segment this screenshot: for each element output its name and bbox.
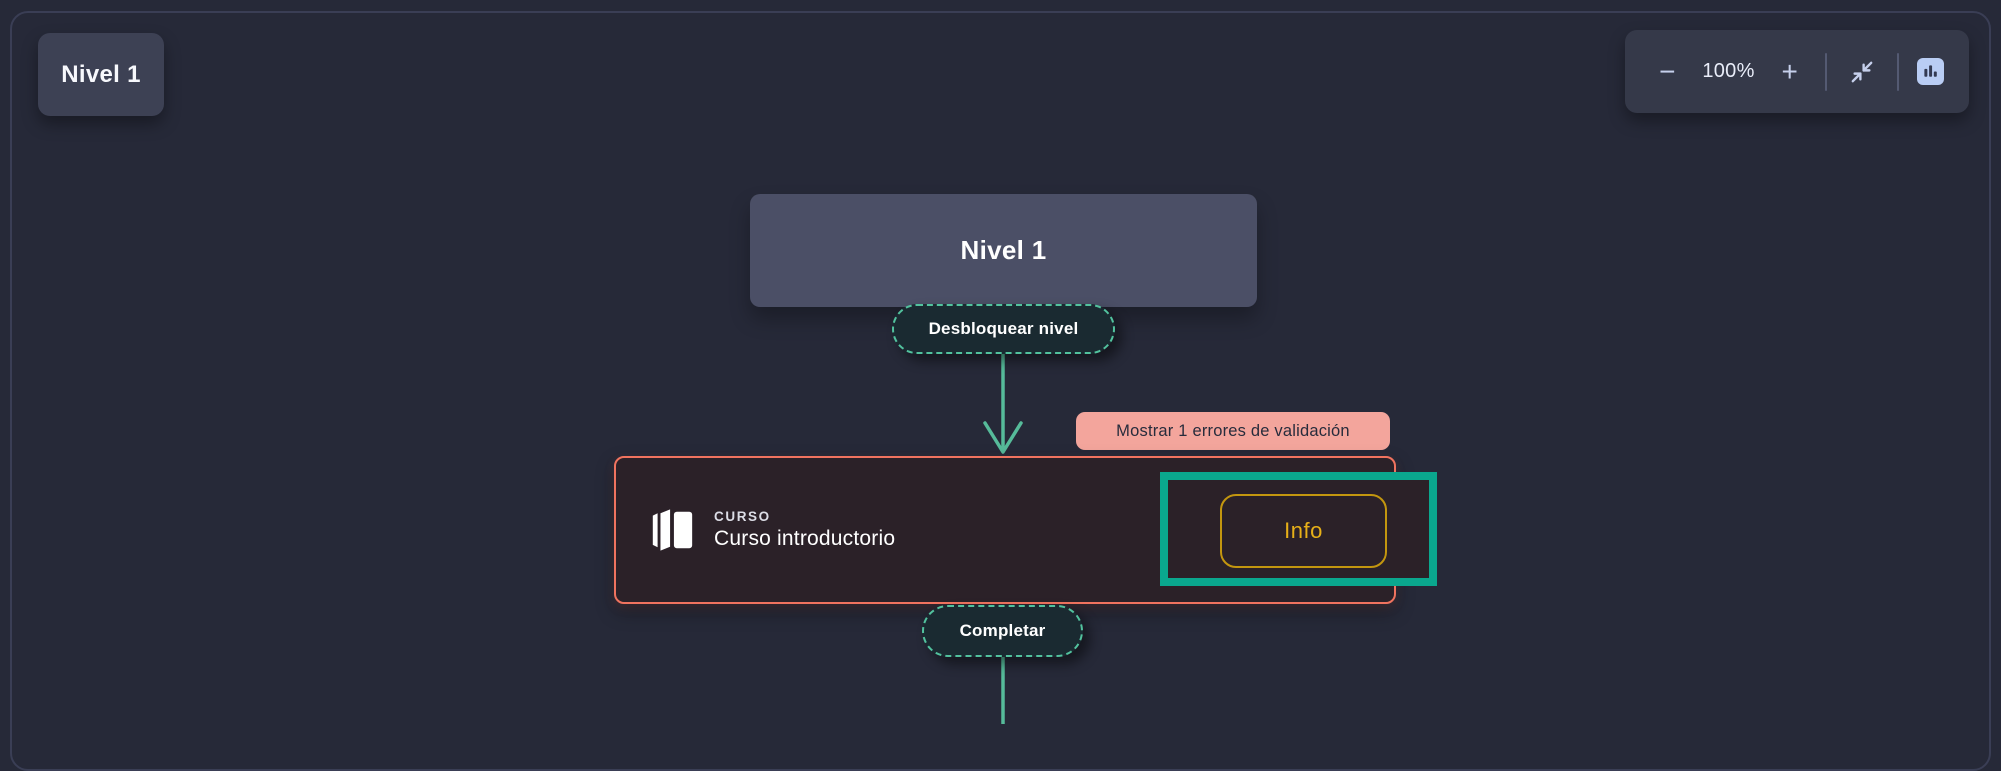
course-type-label: CURSO: [714, 509, 771, 524]
complete-condition-pill[interactable]: Completar: [922, 605, 1083, 657]
zoom-in-button[interactable]: +: [1773, 52, 1807, 92]
level-node-label: Nivel 1: [960, 235, 1047, 265]
level-indicator-badge: Nivel 1: [38, 33, 164, 116]
level-node[interactable]: Nivel 1: [750, 194, 1257, 307]
zoom-level-value: 100%: [1702, 60, 1755, 82]
zoom-toolbar: − 100% +: [1625, 30, 1969, 113]
toolbar-divider: [1824, 52, 1827, 91]
open-book-icon: [648, 506, 696, 554]
level-indicator-label: Nivel 1: [61, 60, 141, 88]
toolbar-divider: [1896, 52, 1899, 91]
unlock-condition-pill[interactable]: Desbloquear nivel: [892, 304, 1115, 354]
unlock-condition-label: Desbloquear nivel: [928, 319, 1079, 338]
course-card-text: CURSO Curso introductorio: [714, 509, 895, 551]
course-title: Curso introductorio: [714, 527, 896, 550]
edge-arrowhead: [983, 421, 1023, 454]
zoom-out-button[interactable]: −: [1650, 52, 1684, 92]
info-button[interactable]: Info: [1220, 494, 1387, 568]
bar-chart-icon: [1920, 61, 1941, 82]
complete-condition-label: Completar: [959, 621, 1046, 640]
info-button-label: Info: [1284, 518, 1323, 543]
minimap-toggle-button[interactable]: [1916, 58, 1944, 85]
fit-view-icon: [1849, 59, 1875, 85]
validation-errors-badge[interactable]: Mostrar 1 errores de validación: [1076, 412, 1390, 450]
validation-errors-label: Mostrar 1 errores de validación: [1116, 421, 1350, 440]
canvas-frame: [10, 11, 1991, 771]
fit-view-button[interactable]: [1845, 52, 1879, 92]
